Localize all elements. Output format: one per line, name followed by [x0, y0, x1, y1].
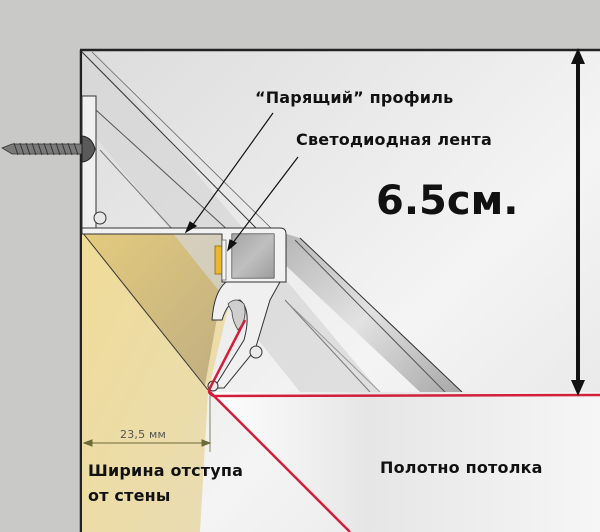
offset-dimension	[82, 396, 212, 452]
led-strip-label: Светодиодная лента	[296, 130, 493, 149]
height-dimension-label: 6.5см.	[376, 178, 519, 224]
canvas-edge-diagonal	[209, 391, 351, 532]
offset-value-label: 23,5 мм	[120, 428, 166, 441]
height-dimension-arrow	[571, 48, 585, 396]
ceiling-canvas	[210, 392, 600, 532]
floating-profile-label: “Парящий” профиль	[255, 88, 454, 107]
beam-edge	[81, 231, 209, 391]
light-beam	[82, 232, 222, 385]
profile-body	[280, 232, 462, 392]
profile-shadow	[82, 52, 380, 392]
led-strip	[214, 245, 223, 275]
offset-width-label: Ширина отступа от стены	[88, 461, 244, 505]
ceiling-canvas-label: Полотно потолка	[380, 458, 543, 477]
screw-icon	[1, 135, 96, 163]
pointer-arrows	[184, 112, 299, 252]
